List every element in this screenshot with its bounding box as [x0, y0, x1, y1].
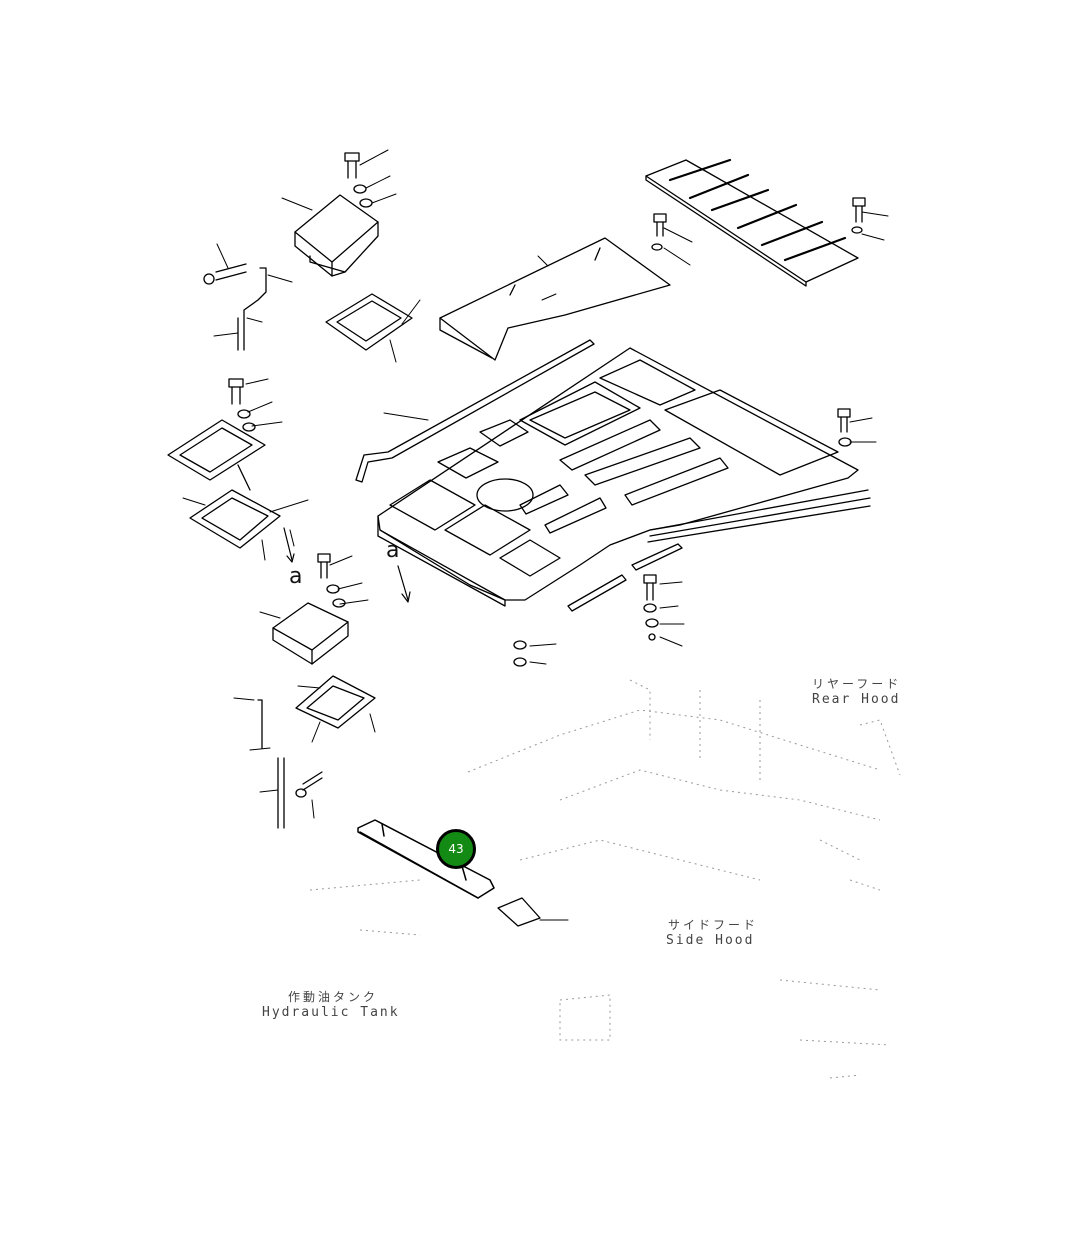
- bolt-right-lower: [643, 574, 659, 641]
- bolt-lower: [317, 553, 346, 608]
- grille-panel: [645, 158, 859, 287]
- gasket-lower: [295, 675, 376, 729]
- bolt-right-top: [851, 197, 866, 234]
- side-hood-jp-label: サイドフード: [668, 918, 759, 932]
- view-arrows: [283, 527, 411, 603]
- strip-small: [567, 574, 627, 612]
- part-callout-43[interactable]: 43: [436, 829, 476, 869]
- gasket-upper: [325, 293, 413, 351]
- leader-lines: [182, 149, 889, 921]
- rear-cover-plate: [439, 237, 671, 361]
- bracket-small: [497, 897, 541, 927]
- gasket-left: [189, 489, 281, 549]
- rod-lower-left: [277, 757, 285, 829]
- strip-small-2: [631, 543, 683, 571]
- nut-center: [513, 640, 527, 650]
- bolt-left: [228, 378, 256, 432]
- hydraulic-tank-en-label: Hydraulic Tank: [262, 1005, 400, 1020]
- bolt-mid-top: [651, 213, 667, 251]
- part-callout-number: 43: [448, 842, 464, 856]
- cover-plate-upper: [294, 194, 379, 277]
- main-frame: [377, 347, 871, 607]
- bracket-plate-43: [357, 819, 495, 899]
- hydraulic-tank-jp-label: 作動油タンク: [288, 990, 379, 1004]
- rail-long: [355, 339, 595, 483]
- flange-left: [167, 419, 266, 491]
- linkage-left: [203, 263, 267, 351]
- rear-hood-en-label: Rear Hood: [812, 692, 901, 707]
- bolt-right-mid: [837, 408, 852, 447]
- faded-background-parts: [309, 679, 901, 1079]
- side-hood-en-label: Side Hood: [666, 933, 755, 948]
- cover-plate-lower: [272, 602, 349, 665]
- rear-hood-jp-label: リヤーフード: [812, 677, 902, 691]
- view-label-a-right: a: [386, 538, 400, 563]
- bolt-top: [344, 152, 373, 208]
- view-label-a-left: a: [289, 564, 303, 589]
